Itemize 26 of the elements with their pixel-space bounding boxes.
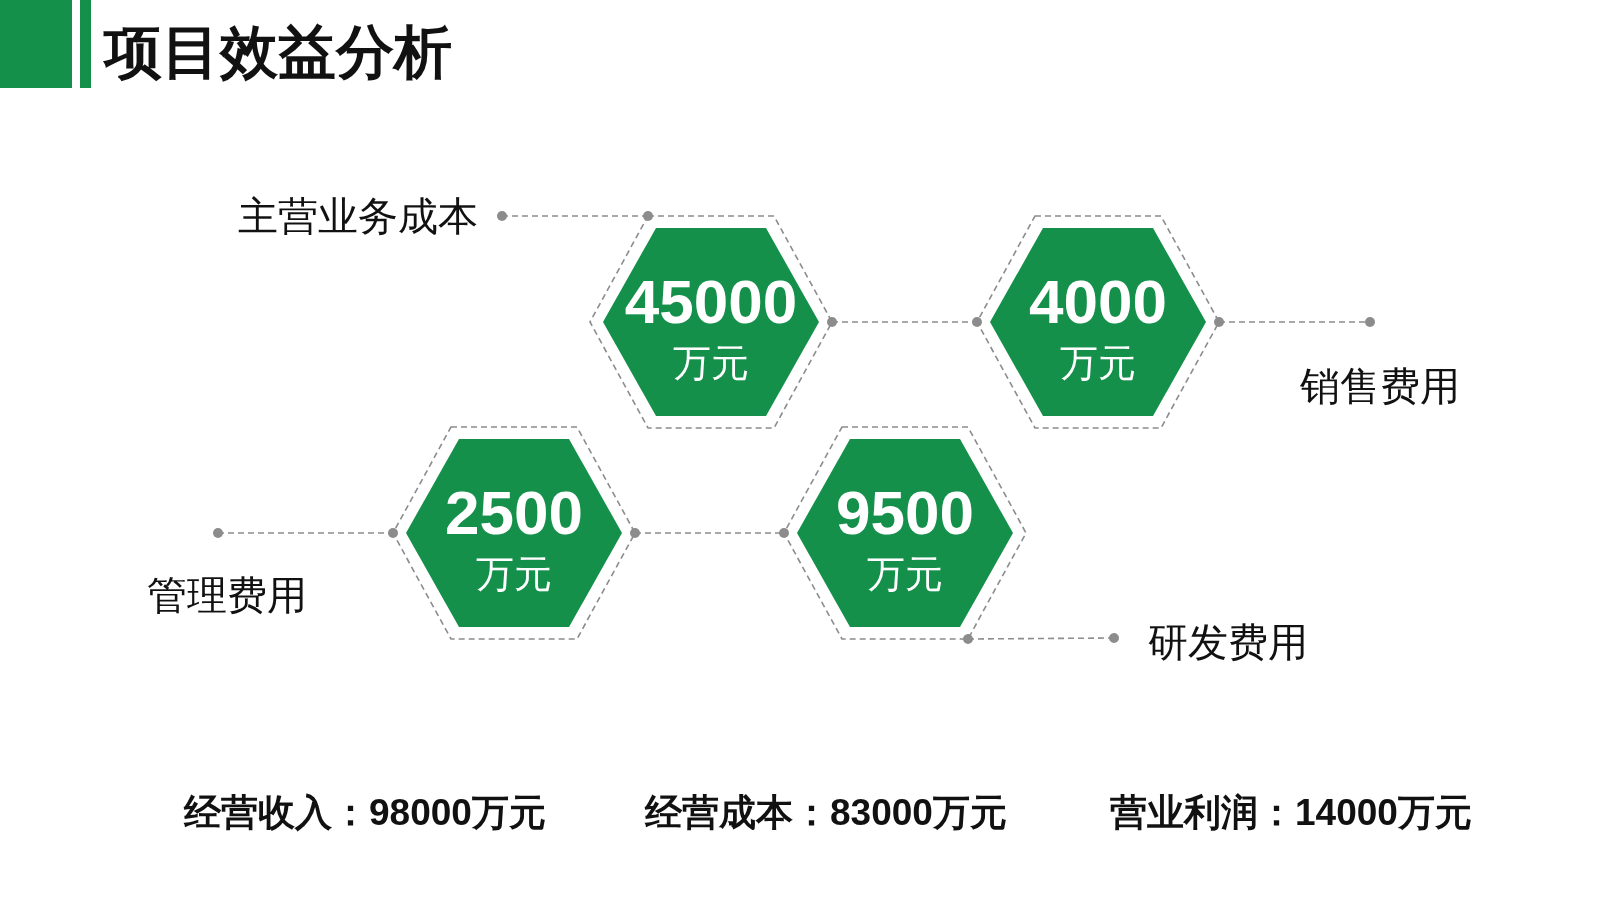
summary-text: 经营成本：83000万元: [645, 791, 1007, 835]
unit-text: 万元: [476, 552, 552, 596]
unit-text: 万元: [867, 552, 943, 596]
category-label: 研发费用: [1148, 618, 1308, 666]
unit-text: 万元: [673, 341, 749, 385]
leader-line: [213, 528, 398, 538]
value-number: 4000: [1029, 269, 1167, 335]
leader-line: [963, 633, 1119, 644]
hexagon-badge: [783, 426, 1027, 640]
value-number: 9500: [836, 480, 974, 546]
summary-text: 经营收入：98000万元: [184, 791, 546, 835]
connector-line: [827, 317, 982, 327]
category-label: 管理费用: [147, 571, 307, 619]
summary-text: 营业利润：14000万元: [1110, 791, 1472, 835]
value-number: 45000: [624, 269, 798, 335]
leader-line: [1214, 317, 1375, 327]
hexagon-badge: [589, 215, 833, 429]
connector-line: [630, 528, 789, 538]
unit-text: 万元: [1060, 341, 1136, 385]
leader-line: [497, 211, 653, 221]
category-label: 销售费用: [1300, 362, 1460, 410]
hexagon-badge: [976, 215, 1220, 429]
hexagon-badge: [392, 426, 636, 640]
value-number: 2500: [445, 480, 583, 546]
page-title: 项目效益分析: [104, 18, 452, 86]
category-label: 主营业务成本: [238, 192, 478, 240]
